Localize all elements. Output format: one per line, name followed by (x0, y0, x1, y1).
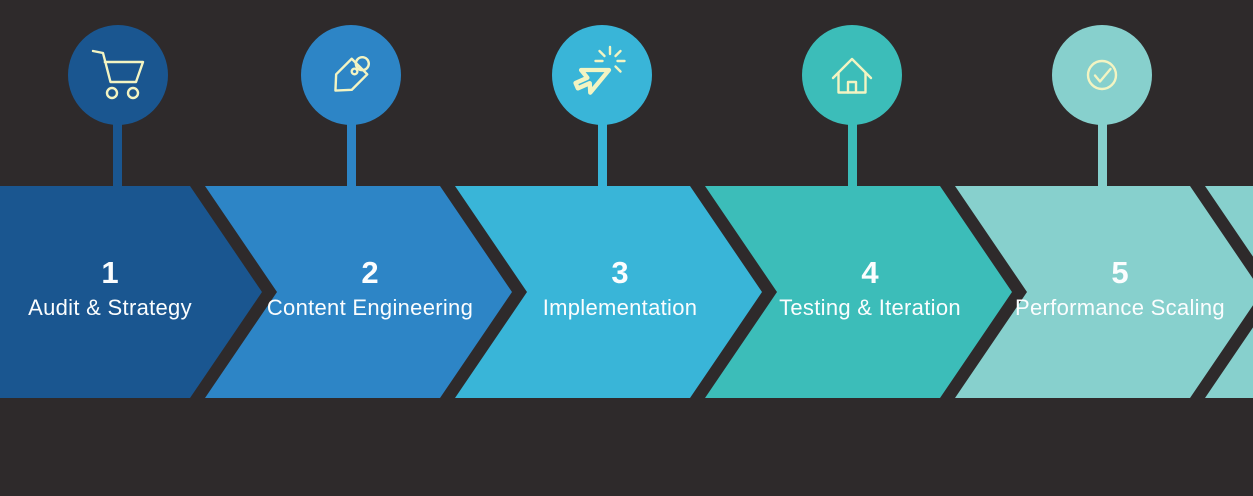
step-1-circle (68, 25, 168, 125)
chevron-step-next-partial (1205, 186, 1253, 398)
connector-line-4 (848, 120, 857, 188)
step-4-text: 4 Testing & Iteration (745, 256, 995, 322)
chevron-step-4 (705, 186, 1012, 398)
step-number: 5 (1111, 255, 1129, 290)
chevron-step-2 (205, 186, 512, 398)
chevron-band (0, 186, 1253, 398)
check-circle-icon (1086, 59, 1118, 91)
cursor-click-icon (573, 45, 626, 95)
step-label: Content Engineering (266, 295, 474, 320)
connector-line-1 (113, 120, 122, 188)
step-label: Audit & Strategy (28, 295, 192, 320)
step-5-circle (1052, 25, 1152, 125)
step-3-circle (552, 25, 652, 125)
step-4-circle (802, 25, 902, 125)
step-5-text: 5 Performance Scaling (995, 256, 1245, 322)
step-2-text: 2 Content Engineering (245, 256, 495, 322)
connector-line-5 (1098, 120, 1107, 188)
price-tag-icon (334, 55, 371, 92)
step-number: 3 (611, 255, 629, 290)
step-label: Implementation (542, 295, 698, 320)
home-icon (831, 57, 873, 94)
chevron-step-1 (0, 186, 262, 398)
step-label: Performance Scaling (1015, 295, 1225, 320)
step-3-text: 3 Implementation (495, 256, 745, 322)
chevron-step-3 (455, 186, 762, 398)
step-label: Testing & Iteration (779, 295, 961, 320)
connector-line-2 (347, 120, 356, 188)
step-number: 2 (361, 255, 379, 290)
shopping-cart-icon (91, 49, 145, 100)
step-number: 4 (861, 255, 879, 290)
chevron-step-5 (955, 186, 1253, 398)
step-2-circle (301, 25, 401, 125)
step-1-text: 1 Audit & Strategy (0, 256, 235, 322)
step-number: 1 (101, 255, 119, 290)
connector-line-3 (598, 120, 607, 188)
